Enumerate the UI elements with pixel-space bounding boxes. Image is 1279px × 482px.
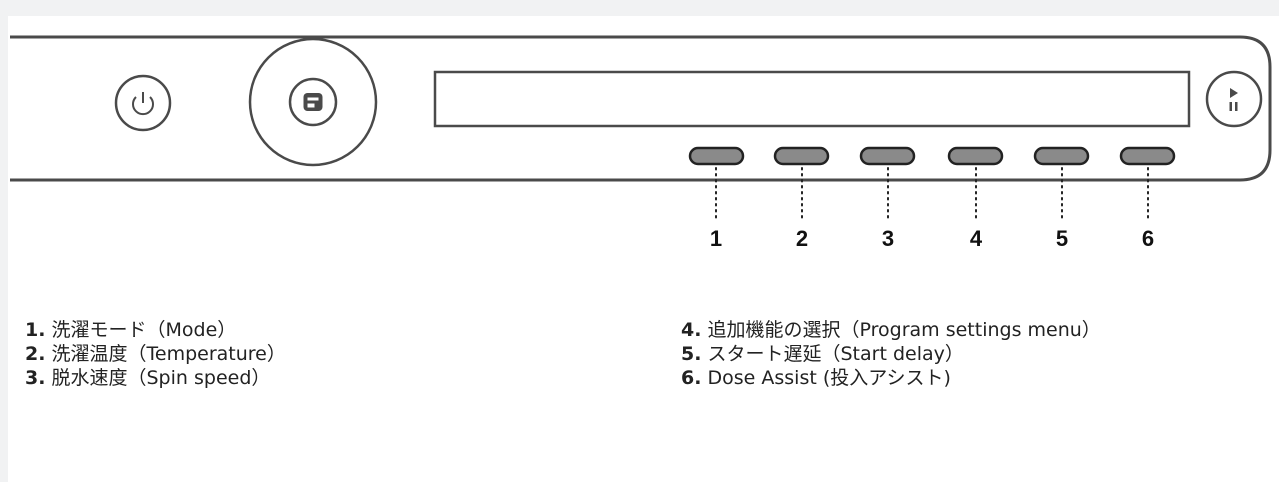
legend-item: 2. 洗濯温度（Temperature） (25, 342, 286, 366)
callout-number-1: 1 (709, 226, 723, 251)
legend-item: 5. スタート遅延（Start delay） (681, 342, 1101, 366)
legend-item-text: 脱水速度（Spin speed） (51, 367, 271, 389)
legend-item-number: 1. (25, 319, 46, 341)
callout-number-3: 3 (881, 226, 895, 251)
callout-number-2: 2 (795, 226, 809, 251)
legend-item-number: 6. (681, 367, 702, 389)
callout-number-4: 4 (969, 226, 983, 251)
legend-item-number: 5. (681, 343, 702, 365)
function-button-5[interactable] (1033, 146, 1090, 166)
panel-outline (10, 35, 1272, 182)
function-button-3[interactable] (859, 146, 916, 166)
power-icon (132, 92, 154, 116)
function-button-1[interactable] (688, 146, 745, 166)
legend-item-text: Dose Assist (投入アシスト) (707, 367, 951, 389)
legend-item-text: スタート遅延（Start delay） (707, 343, 964, 365)
legend-item-number: 3. (25, 367, 46, 389)
legend-item: 6. Dose Assist (投入アシスト) (681, 366, 1101, 390)
start-pause-button[interactable] (1205, 70, 1263, 128)
display-window (433, 70, 1191, 128)
function-button-4[interactable] (947, 146, 1004, 166)
dial-a-icon (303, 93, 323, 111)
power-button[interactable] (114, 74, 172, 132)
legend-left: 1. 洗濯モード（Mode） 2. 洗濯温度（Temperature） 3. 脱… (25, 318, 286, 390)
callout-number-5: 5 (1055, 226, 1069, 251)
callout-number-6: 6 (1141, 226, 1155, 251)
legend-item: 1. 洗濯モード（Mode） (25, 318, 286, 342)
legend-item-text: 洗濯モード（Mode） (51, 319, 237, 341)
legend-item: 4. 追加機能の選択（Program settings menu） (681, 318, 1101, 342)
legend-item-number: 2. (25, 343, 46, 365)
legend-right: 4. 追加機能の選択（Program settings menu） 5. スター… (681, 318, 1101, 390)
program-dial[interactable] (248, 37, 378, 167)
function-button-6[interactable] (1119, 146, 1176, 166)
function-button-2[interactable] (773, 146, 830, 166)
legend-item: 3. 脱水速度（Spin speed） (25, 366, 286, 390)
legend-item-text: 追加機能の選択（Program settings menu） (707, 319, 1101, 341)
play-pause-icon (1229, 88, 1238, 111)
legend-item-number: 4. (681, 319, 702, 341)
legend-item-text: 洗濯温度（Temperature） (51, 343, 286, 365)
